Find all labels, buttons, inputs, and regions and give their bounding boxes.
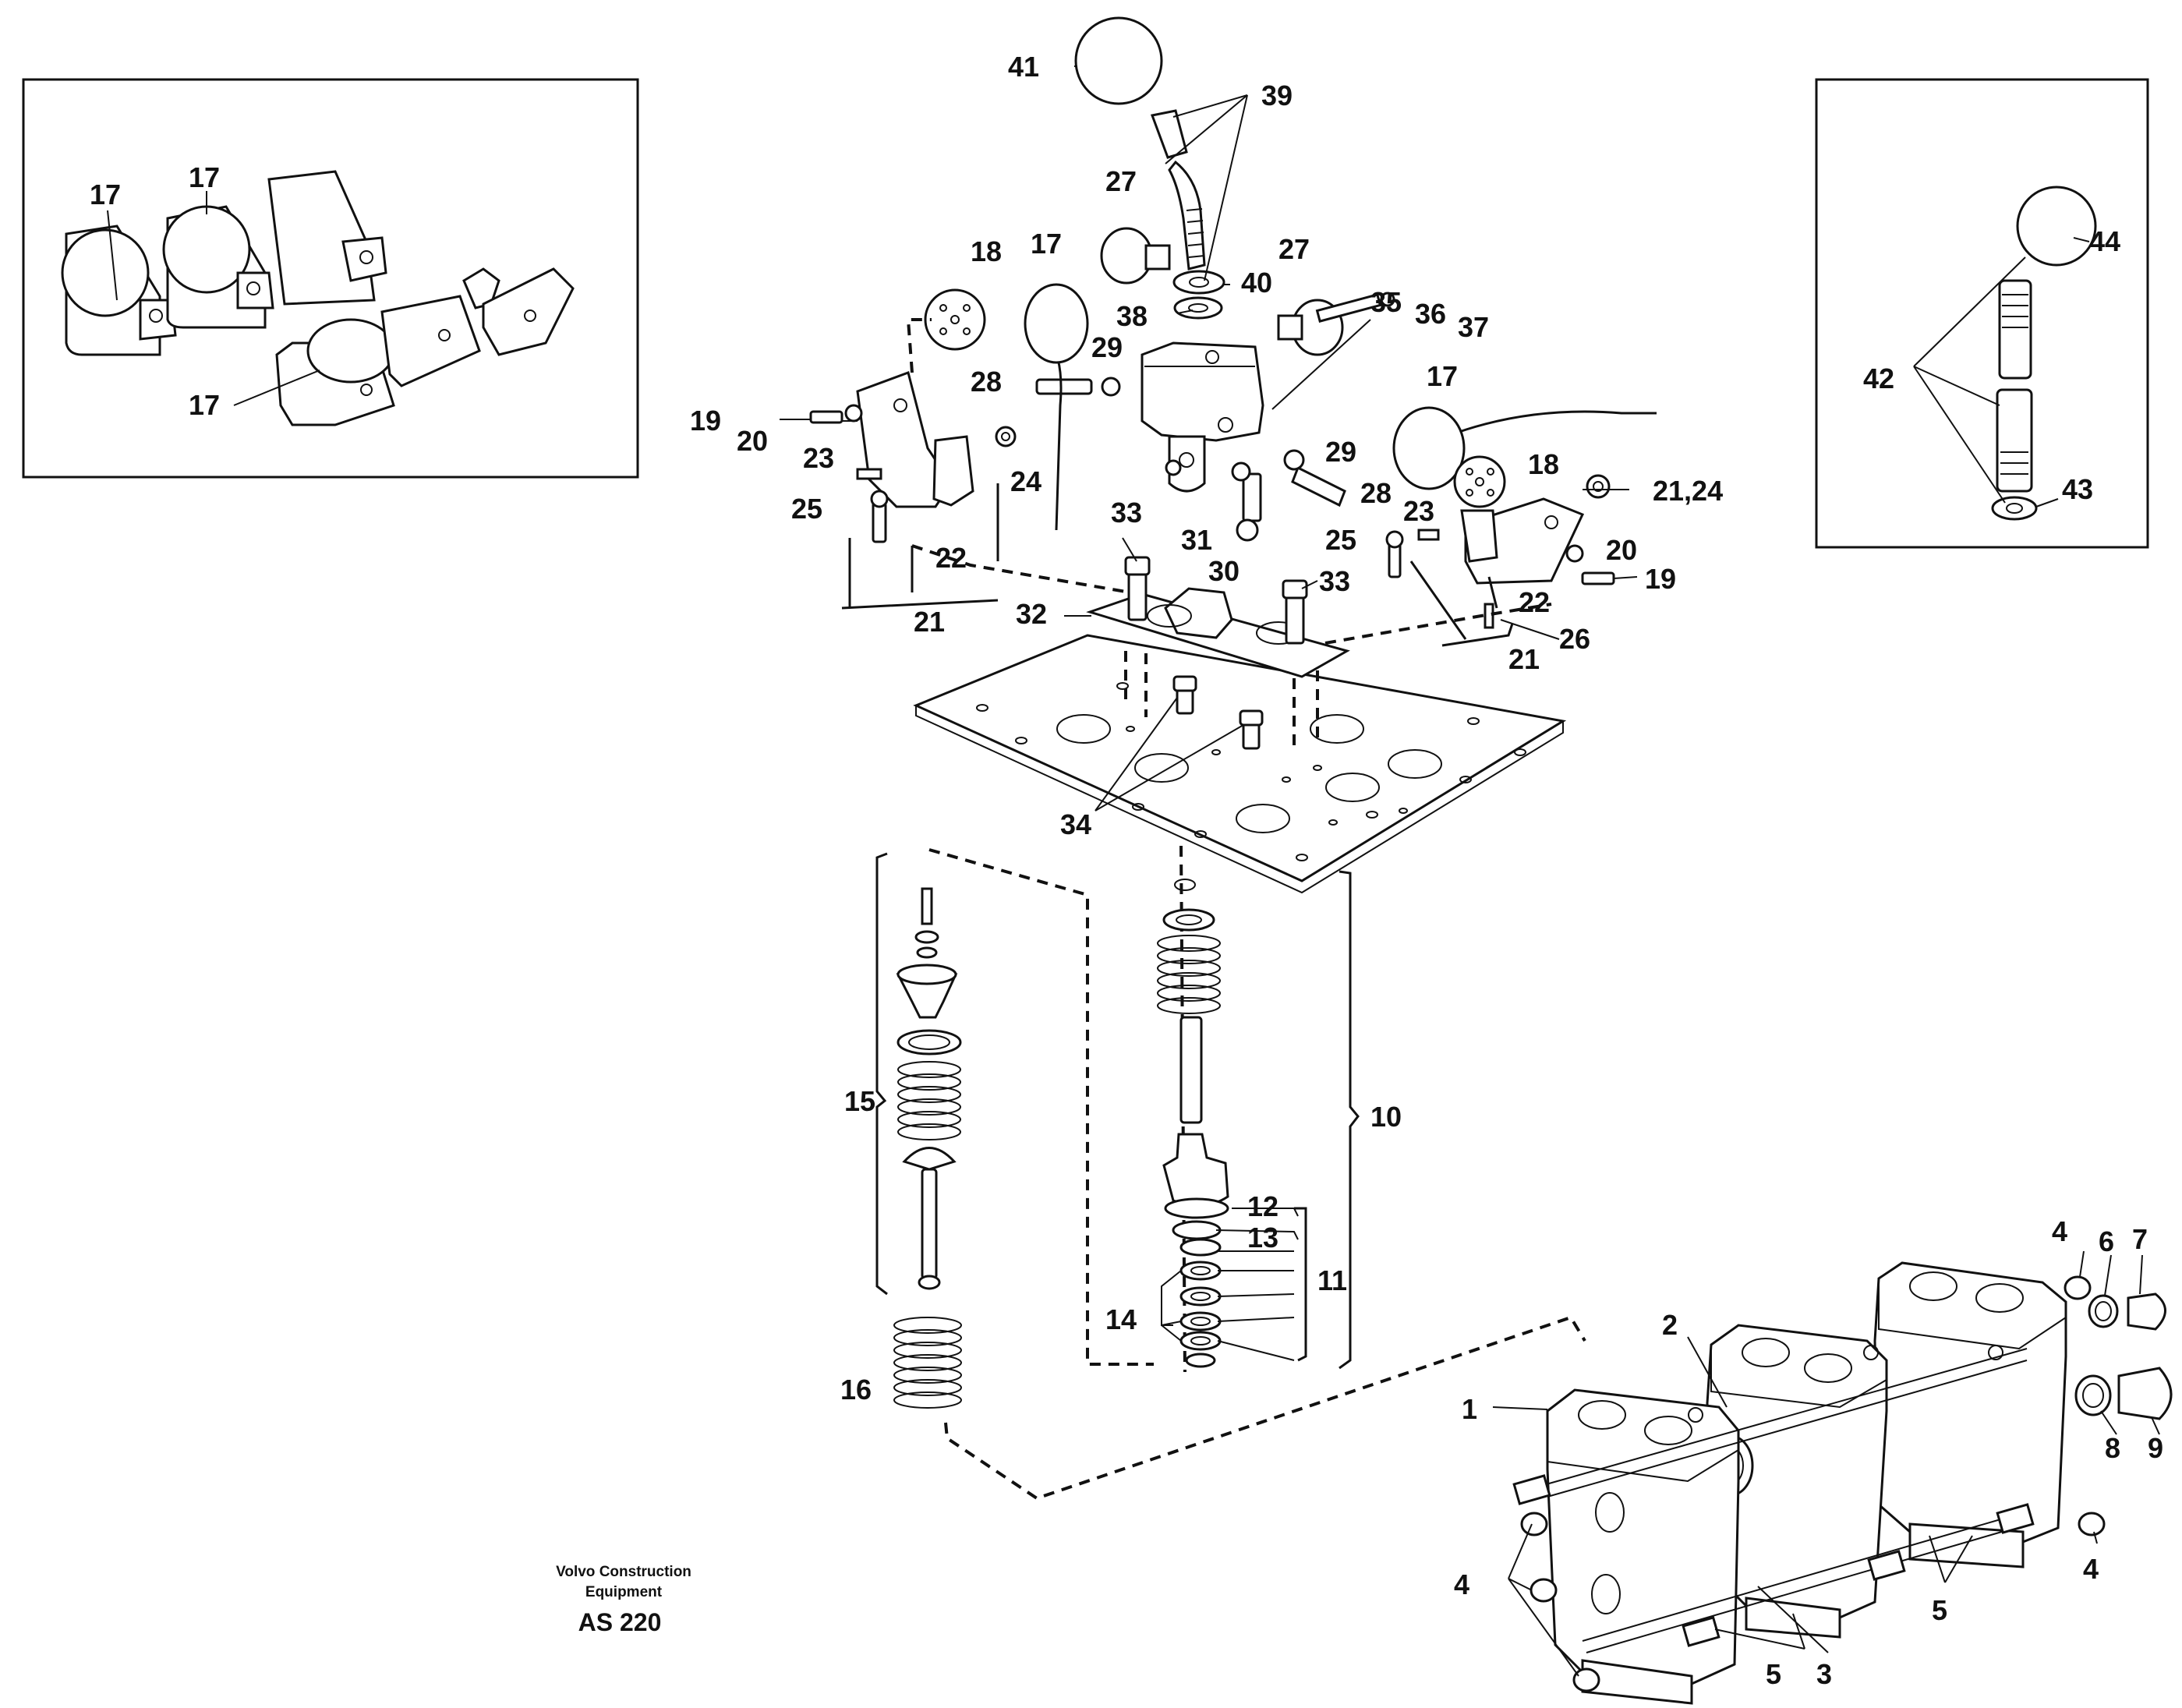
- callout-8: 8: [2105, 1432, 2120, 1464]
- callout-18: 18: [971, 235, 1002, 267]
- callout-41: 41: [1008, 51, 1039, 83]
- callout-9: 9: [2148, 1432, 2163, 1464]
- spring-center: [1157, 935, 1221, 1014]
- callout-29: 29: [1091, 331, 1123, 363]
- publisher-subname: Equipment: [585, 1584, 663, 1600]
- callout-36: 36: [1415, 298, 1446, 330]
- callout-44: 44: [2089, 225, 2120, 257]
- nut-43: [1991, 496, 2038, 521]
- callout-4: 4: [2083, 1553, 2099, 1585]
- bracket-top-right: [267, 170, 387, 306]
- callout-11: 11: [1317, 1264, 1347, 1296]
- callout-21: 21: [1508, 643, 1540, 675]
- publisher-name: Volvo Construction: [556, 1564, 691, 1580]
- callout-40: 40: [1241, 267, 1272, 299]
- callout-17: 17: [1427, 360, 1458, 392]
- left-bracket-assembly: [780, 283, 1131, 610]
- callout-3: 3: [1816, 1658, 1832, 1690]
- callout-7: 7: [2132, 1223, 2148, 1255]
- callout-10: 10: [1370, 1101, 1402, 1133]
- callout-25: 25: [1325, 524, 1356, 556]
- callout-4: 4: [2052, 1215, 2067, 1247]
- valve-stack-center: [1157, 845, 1360, 1373]
- callout-28: 28: [1360, 477, 1392, 509]
- callout-33: 33: [1111, 497, 1142, 529]
- callout-17: 17: [189, 161, 220, 193]
- callout-43: 43: [2062, 473, 2093, 505]
- callout-33: 33: [1319, 565, 1350, 597]
- inset-lever: 44 42 43: [1815, 78, 2149, 549]
- callout-38: 38: [1116, 300, 1148, 332]
- callout-20: 20: [1606, 534, 1637, 566]
- callout-27: 27: [1278, 233, 1310, 265]
- callout-25: 25: [791, 493, 822, 525]
- callout-29: 29: [1325, 436, 1356, 468]
- lever-assembly: [1035, 16, 1657, 542]
- callout-14: 14: [1105, 1303, 1137, 1335]
- callout-42: 42: [1863, 362, 1894, 394]
- valve-section-front: [1546, 1388, 1740, 1705]
- footer-publisher: Volvo Construction Equipment AS 220: [556, 1564, 691, 1636]
- callout-2: 2: [1662, 1309, 1678, 1341]
- callout-21: 21: [914, 606, 945, 638]
- callout-27: 27: [1105, 165, 1137, 197]
- callout-13: 13: [1247, 1222, 1278, 1254]
- callout-5: 5: [1932, 1594, 1947, 1626]
- callout-6: 6: [2099, 1225, 2114, 1257]
- callout-16: 16: [840, 1374, 872, 1406]
- drawing-code: AS 220: [578, 1608, 662, 1636]
- callout-19: 19: [1645, 563, 1676, 595]
- right-bracket-assembly: [1324, 406, 1638, 647]
- valve-stack-left: [875, 848, 1586, 1501]
- callout-22: 22: [935, 542, 967, 574]
- spring-upper: [897, 1061, 961, 1140]
- callout-39: 39: [1261, 80, 1293, 111]
- callout-32: 32: [1016, 598, 1047, 630]
- spring-lower: [893, 1317, 962, 1409]
- callout-24: 24: [1010, 465, 1041, 497]
- base-plate: [913, 537, 1567, 894]
- valve-section-middle: [1706, 1324, 1888, 1639]
- callout-17: 17: [189, 389, 220, 421]
- callout-34: 34: [1060, 808, 1091, 840]
- callout-22: 22: [1519, 586, 1550, 618]
- callout-37: 37: [1458, 311, 1489, 343]
- callout-17: 17: [90, 179, 121, 210]
- valve-section-back: [1873, 1261, 2067, 1568]
- callout-15: 15: [844, 1085, 875, 1117]
- callout-26: 26: [1559, 623, 1590, 655]
- callout-23: 23: [1403, 495, 1434, 527]
- callout-labels: 41 39 27 27 18 17 40 38 35 36 37 29 28 1…: [690, 51, 2163, 1690]
- callout-18: 18: [1528, 448, 1559, 480]
- plate-holes: [976, 682, 1526, 861]
- callout-17: 17: [1031, 228, 1062, 260]
- callout-12: 12: [1247, 1190, 1278, 1222]
- knob-44: [2016, 186, 2097, 267]
- bracket-bottom-row: [275, 267, 575, 426]
- callout-30: 30: [1208, 555, 1240, 587]
- callout-31: 31: [1181, 524, 1212, 556]
- valve-block-sections: [1492, 1250, 2173, 1705]
- callout-35: 35: [1370, 286, 1402, 318]
- callout-5: 5: [1766, 1658, 1781, 1690]
- callout-1: 1: [1462, 1393, 1477, 1425]
- inset-brackets: 17 17 17: [22, 78, 639, 479]
- callout-28: 28: [971, 366, 1002, 398]
- bracket-top-left: [61, 225, 177, 356]
- callout-21-24: 21,24: [1653, 475, 1723, 507]
- callout-19: 19: [690, 405, 721, 437]
- knob-41: [1074, 16, 1163, 105]
- callout-4: 4: [1454, 1568, 1469, 1600]
- callout-23: 23: [803, 442, 834, 474]
- callout-20: 20: [737, 425, 768, 457]
- bracket-top-middle: [162, 205, 274, 329]
